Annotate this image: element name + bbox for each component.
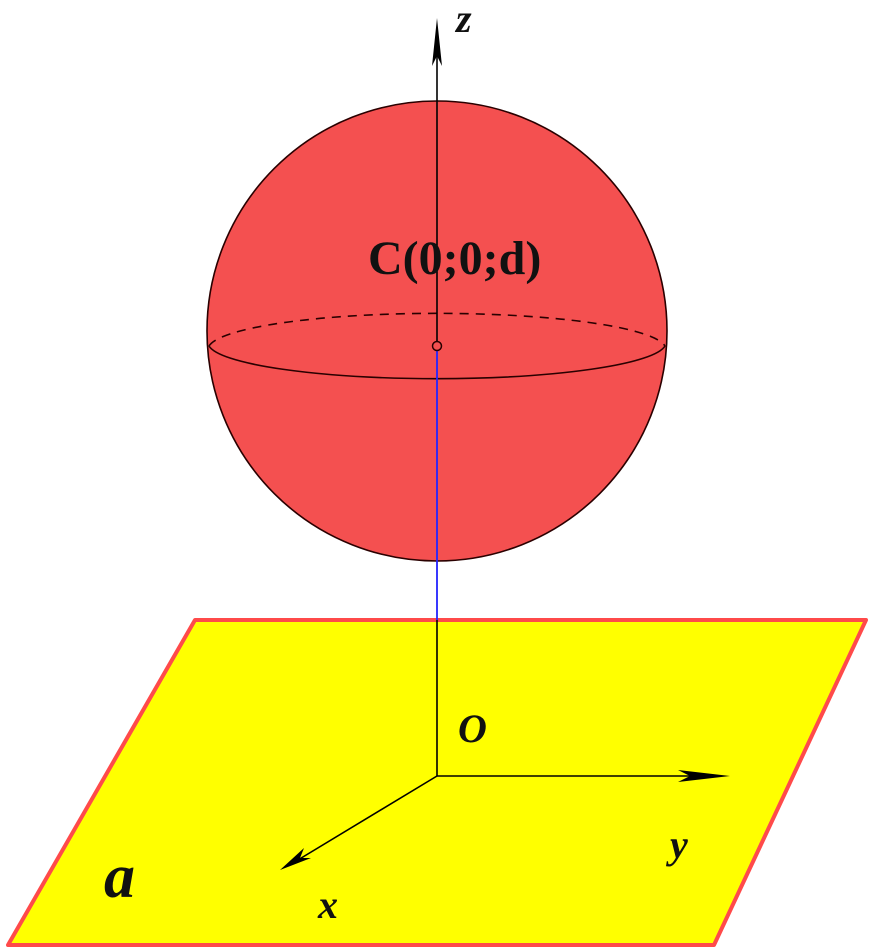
z-axis-arrowhead (432, 18, 442, 66)
plane-a (6, 618, 868, 947)
center-label: C(0;0;d) (368, 232, 541, 285)
x-axis-label: x (317, 882, 338, 927)
origin-label: O (458, 706, 487, 751)
sphere-equator-back (208, 312, 666, 347)
center-point (431, 340, 443, 352)
x-axis-arrowhead (280, 848, 311, 870)
y-axis-label: y (666, 822, 688, 867)
z-axis-label: z (454, 0, 472, 41)
plane-label: a (104, 843, 135, 911)
x-axis (287, 775, 438, 867)
y-axis-arrowhead (678, 770, 730, 782)
